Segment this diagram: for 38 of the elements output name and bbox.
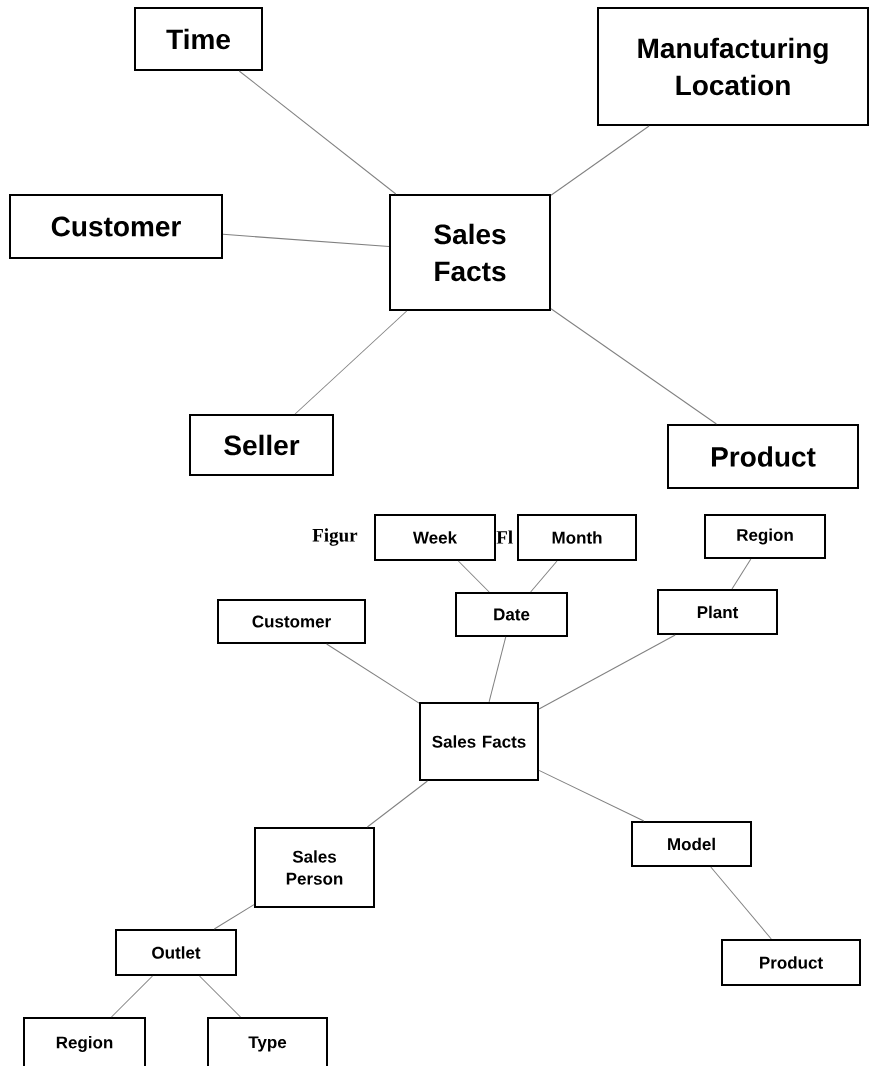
entity-box: Sales Person xyxy=(254,827,375,908)
connector-line xyxy=(111,975,153,1018)
connector-line xyxy=(731,558,752,590)
entity-box: Region xyxy=(704,514,826,559)
entity-box: Product xyxy=(667,424,859,489)
connector-line xyxy=(326,643,420,704)
entity-box: Customer xyxy=(217,599,366,644)
connector-line xyxy=(457,560,490,593)
entity-box: Manufacturing Location xyxy=(597,7,869,126)
entity-box: Customer xyxy=(9,194,223,259)
entity-box: Plant xyxy=(657,589,778,635)
entity-box: Sales Facts xyxy=(419,702,539,781)
connector-line xyxy=(488,636,507,703)
entity-box: Type xyxy=(207,1017,328,1066)
connector-line xyxy=(199,975,241,1018)
entity-box: Sales Facts xyxy=(389,194,551,311)
entity-box: Product xyxy=(721,939,861,986)
entity-box: Month xyxy=(517,514,637,561)
connector-line xyxy=(710,866,772,940)
connector-line xyxy=(294,310,408,415)
entity-box: Seller xyxy=(189,414,334,476)
connector-line xyxy=(213,904,255,930)
entity-box: Outlet xyxy=(115,929,237,976)
connector-line xyxy=(538,769,645,822)
entity-box: Week xyxy=(374,514,496,561)
entity-box: Model xyxy=(631,821,752,867)
entity-box: Time xyxy=(134,7,263,71)
connector-line xyxy=(550,308,717,425)
entity-box: Date xyxy=(455,592,568,637)
connector-line xyxy=(222,233,390,248)
caption-fragment: Fl xyxy=(496,530,513,544)
connector-line xyxy=(238,70,397,195)
connector-line xyxy=(366,780,428,828)
entity-box: Region xyxy=(23,1017,146,1066)
connector-line xyxy=(538,634,676,710)
caption-fragment: Figur xyxy=(312,528,358,546)
connector-line xyxy=(550,125,650,196)
connector-line xyxy=(530,560,558,593)
